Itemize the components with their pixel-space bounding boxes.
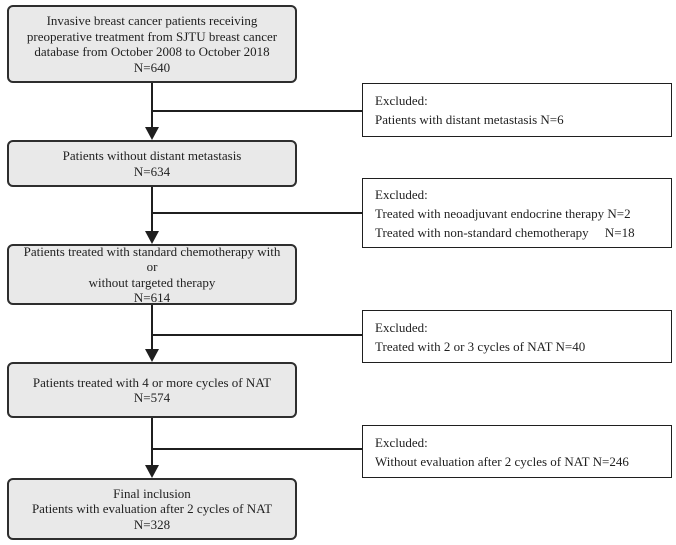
box-line: Excluded: bbox=[375, 93, 428, 108]
box-line: Patients treated with standard chemother… bbox=[23, 243, 281, 275]
box-line: N=614 bbox=[133, 290, 171, 305]
box-line: N=640 bbox=[133, 59, 171, 75]
box-line: N=328 bbox=[133, 516, 171, 532]
box-four-or-more-cycles: Patients treated with 4 or more cycles o… bbox=[7, 362, 297, 418]
box-line: Excluded: bbox=[375, 434, 428, 450]
box-excluded-distant-metastasis: Excluded: Patients with distant metastas… bbox=[362, 83, 672, 137]
branch-line-horizontal bbox=[152, 334, 362, 336]
box-line: Patients without distant metastasis bbox=[62, 148, 242, 163]
box-line: preoperative treatment from SJTU breast … bbox=[26, 28, 278, 44]
flow-line-vertical bbox=[151, 187, 153, 231]
box-line: Final inclusion bbox=[113, 485, 191, 501]
box-line: N=634 bbox=[133, 163, 171, 179]
box-line: without targeted therapy bbox=[88, 274, 216, 290]
box-excluded-no-evaluation: Excluded: Without evaluation after 2 cyc… bbox=[362, 425, 672, 478]
arrow-down-icon bbox=[145, 231, 159, 244]
box-final-inclusion: Final inclusion Patients with evaluation… bbox=[7, 478, 297, 540]
box-no-distant-metastasis: Patients without distant metastasis N=63… bbox=[7, 140, 297, 187]
arrow-down-icon bbox=[145, 465, 159, 478]
box-line: Treated with 2 or 3 cycles of NAT N=40 bbox=[375, 338, 586, 354]
arrow-down-icon bbox=[145, 127, 159, 140]
box-line: Without evaluation after 2 cycles of NAT… bbox=[375, 453, 629, 469]
flow-line-vertical bbox=[151, 305, 153, 349]
box-line: Excluded: bbox=[375, 186, 428, 202]
box-excluded-few-cycles: Excluded: Treated with 2 or 3 cycles of … bbox=[362, 310, 672, 363]
arrow-down-icon bbox=[145, 349, 159, 362]
box-line: Patients with evaluation after 2 cycles … bbox=[31, 501, 273, 517]
box-line: Invasive breast cancer patients receivin… bbox=[46, 13, 258, 28]
box-line: N=574 bbox=[133, 390, 171, 405]
branch-line-horizontal bbox=[152, 448, 362, 450]
box-standard-chemotherapy: Patients treated with standard chemother… bbox=[7, 244, 297, 305]
flow-line-vertical bbox=[151, 418, 153, 465]
box-line: Excluded: bbox=[375, 319, 428, 335]
box-line: Treated with non-standard chemotherapy N… bbox=[375, 224, 635, 240]
branch-line-horizontal bbox=[152, 110, 362, 112]
box-line: Patients treated with 4 or more cycles o… bbox=[32, 374, 272, 390]
box-line: database from October 2008 to October 20… bbox=[34, 44, 270, 59]
box-line: Patients with distant metastasis N=6 bbox=[375, 112, 564, 127]
box-line: Treated with neoadjuvant endocrine thera… bbox=[375, 205, 631, 221]
branch-line-horizontal bbox=[152, 212, 362, 214]
flow-line-vertical bbox=[151, 83, 153, 127]
box-initial-cohort: Invasive breast cancer patients receivin… bbox=[7, 5, 297, 83]
box-excluded-nonstandard-treatment: Excluded: Treated with neoadjuvant endoc… bbox=[362, 178, 672, 248]
